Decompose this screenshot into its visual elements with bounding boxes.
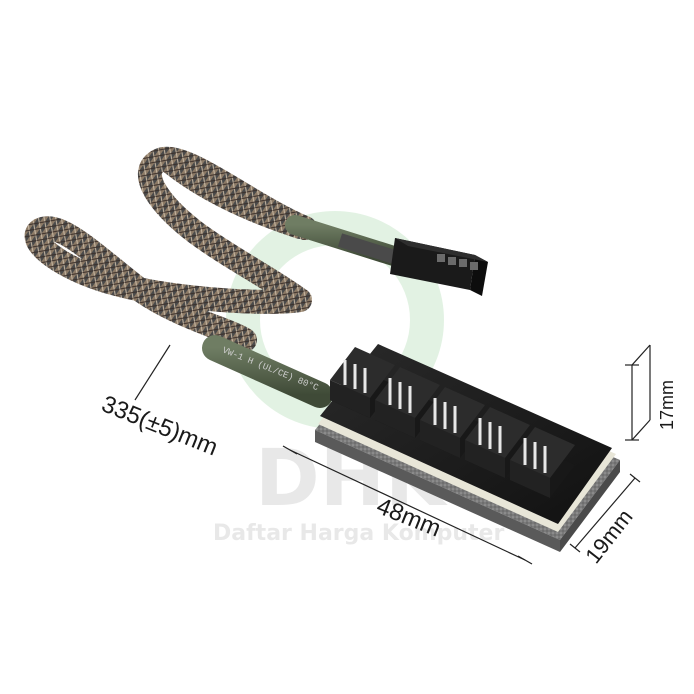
fan-connector bbox=[390, 238, 488, 296]
watermark-tagline: Daftar Harga Komputer bbox=[213, 521, 504, 546]
fan-header-2 bbox=[375, 367, 440, 438]
board-width-label: 19mm bbox=[580, 505, 637, 569]
board-width-line bbox=[574, 477, 636, 549]
dimension-lines bbox=[134, 344, 651, 565]
height-label: 17mm bbox=[657, 380, 677, 430]
cable-length-leader bbox=[134, 344, 171, 401]
fan-headers bbox=[330, 347, 575, 498]
fan-header-5 bbox=[510, 427, 575, 498]
cable-length-label: 335(±5)mm bbox=[98, 391, 222, 462]
board-length-line bbox=[289, 449, 526, 561]
